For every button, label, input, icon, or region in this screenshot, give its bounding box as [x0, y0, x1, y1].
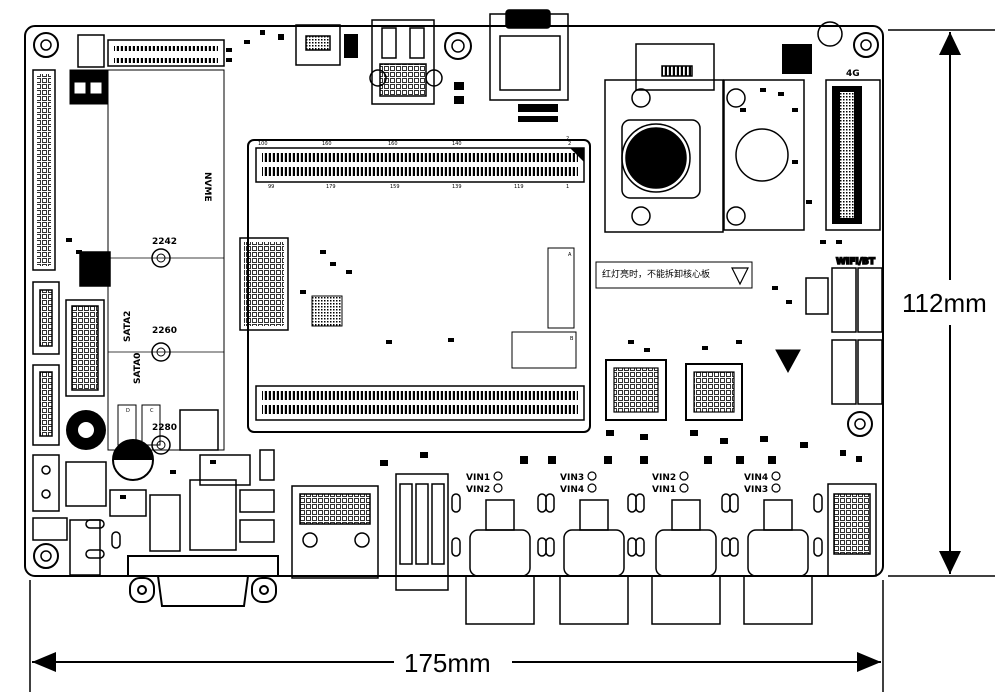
db9-connector [127, 555, 279, 607]
pin-label-bottom-0: 99 [268, 184, 274, 190]
height-dimension-label: 112mm [902, 288, 987, 318]
oval-slots [85, 493, 823, 559]
m2-2242-label: 2242 [152, 237, 177, 247]
m2-2260-label: 2260 [152, 326, 177, 336]
vin-label-5: VIN1 [652, 485, 676, 495]
vin-label-2: VIN3 [560, 473, 584, 483]
sata2-label: SATA2 [123, 311, 133, 342]
core-module: 100 160 160 140 2 99 179 159 139 119 1 A… [239, 136, 591, 433]
bottom-connectors [291, 473, 449, 591]
warning-text: 红灯亮时，不能拆卸核心板 [602, 268, 710, 279]
height-dimension: 112mm [888, 29, 995, 577]
top-connectors [295, 9, 569, 105]
module-4g-label: 4G [846, 69, 860, 79]
vin-label-7: VIN3 [744, 485, 768, 495]
width-dimension-label: 175mm [404, 648, 491, 678]
dc-markers: D C [117, 404, 219, 451]
nvme-label: NVME [202, 172, 212, 202]
bnc-2 [559, 499, 629, 625]
wifi-bt-label: WIFI/BT [836, 257, 876, 267]
width-dimension: 175mm [29, 580, 884, 692]
pin-label-bottom-5: 1 [566, 184, 569, 190]
marker-2: 2 [566, 136, 569, 142]
bnc-connectors [465, 483, 877, 625]
left-pin-header [32, 69, 56, 271]
pin-label-top-2: 160 [388, 141, 398, 147]
power-region [65, 449, 275, 576]
marker-b: B [570, 336, 574, 342]
pin-label-top-0: 100 [258, 141, 268, 147]
vin-label-1: VIN2 [466, 485, 490, 495]
vin-label-3: VIN4 [560, 485, 584, 495]
mpcie-4g-slot: 4G [782, 21, 881, 231]
pin-label-top-1: 160 [322, 141, 332, 147]
pin-label-bottom-4: 119 [514, 184, 524, 190]
top-left-parts [69, 34, 109, 105]
marker-a: A [568, 252, 572, 258]
pin-label-top-4: 2 [568, 141, 571, 147]
vin-label-6: VIN4 [744, 473, 768, 483]
sim-and-battery [604, 43, 805, 233]
pin-label-bottom-1: 179 [326, 184, 336, 190]
vin-labels: VIN1 VIN2 VIN3 VIN4 VIN2 VIN1 VIN4 VIN3 [466, 471, 781, 495]
vin-label-4: VIN2 [652, 473, 676, 483]
pin-label-top-3: 140 [452, 141, 462, 147]
warning-label: 红灯亮时，不能拆卸核心板 [595, 261, 753, 289]
sata0-label: SATA0 [133, 353, 143, 384]
pin-label-bottom-3: 139 [452, 184, 462, 190]
marker-c: C [150, 408, 154, 414]
bnc-3 [651, 499, 721, 625]
left-connectors [32, 251, 111, 541]
m2-2280-label: 2280 [152, 423, 177, 433]
bnc-4 [743, 499, 813, 625]
pin-label-bottom-2: 159 [390, 184, 400, 190]
vin-label-0: VIN1 [466, 473, 490, 483]
wifi-bt-headers: WIFI/BT [805, 256, 883, 405]
bnc-1 [465, 499, 535, 625]
smd-components [66, 30, 862, 499]
marker-d: D [126, 408, 130, 414]
qfp-chips [605, 349, 801, 421]
